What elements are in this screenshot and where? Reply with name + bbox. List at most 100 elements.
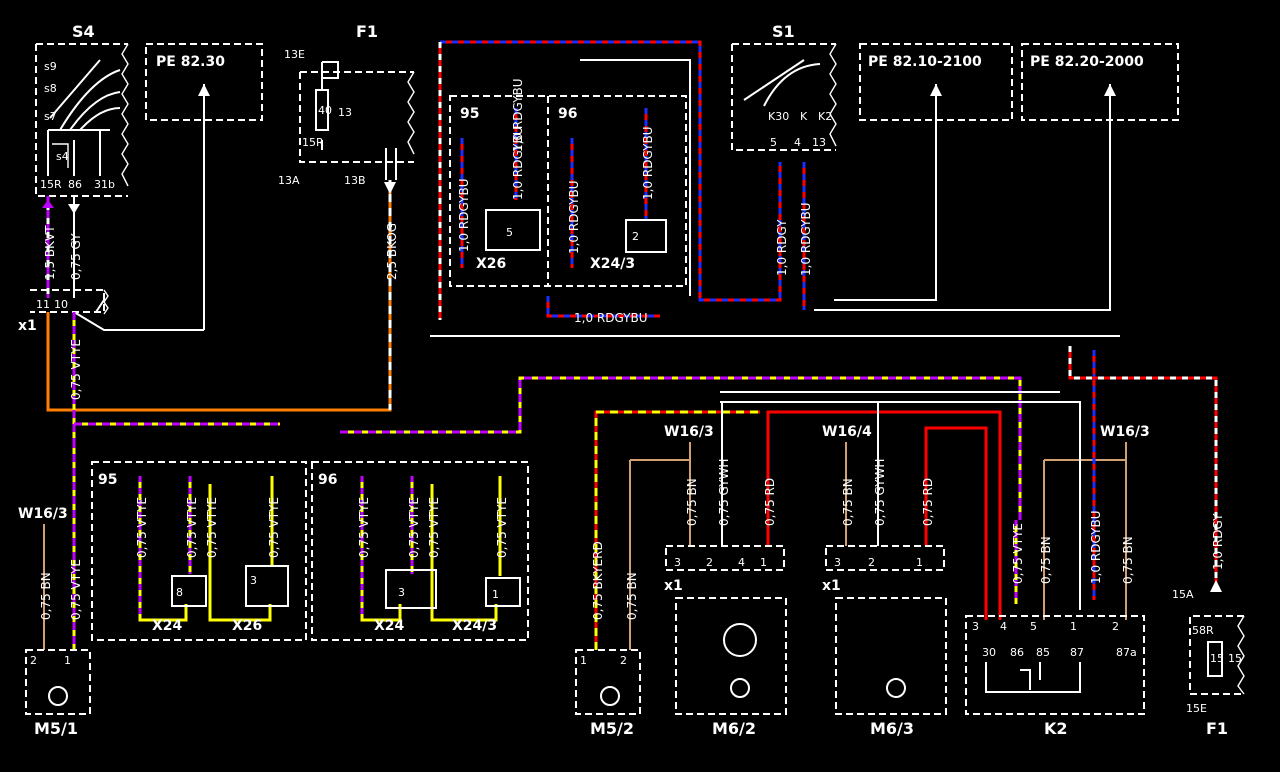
svg-text:X26: X26 bbox=[476, 256, 506, 272]
svg-text:30: 30 bbox=[982, 646, 996, 659]
svg-text:87: 87 bbox=[1070, 646, 1084, 659]
svg-text:4: 4 bbox=[1000, 620, 1007, 633]
svg-text:15E: 15E bbox=[1186, 702, 1207, 715]
svg-text:F1: F1 bbox=[1206, 719, 1228, 738]
svg-text:15: 15 bbox=[1210, 652, 1224, 665]
svg-text:0,75 VTYE: 0,75 VTYE bbox=[205, 497, 219, 558]
s4-switch: S4 s9 s8 s7 s4 15R 86 31b bbox=[35, 22, 129, 197]
svg-text:15A: 15A bbox=[1172, 588, 1194, 601]
svg-text:0,75 VTYE: 0,75 VTYE bbox=[69, 559, 83, 620]
svg-text:W16/3: W16/3 bbox=[1100, 424, 1150, 440]
svg-text:1,0 RDGYBU: 1,0 RDGYBU bbox=[511, 78, 525, 152]
svg-text:M5/2: M5/2 bbox=[590, 719, 634, 738]
svg-text:2: 2 bbox=[30, 654, 37, 667]
svg-text:1,0 RDGYBU: 1,0 RDGYBU bbox=[799, 202, 813, 276]
svg-text:5: 5 bbox=[1030, 620, 1037, 633]
svg-text:X24: X24 bbox=[374, 618, 405, 634]
svg-text:2: 2 bbox=[868, 556, 875, 569]
wires-top-left: 1,5 BKVT 0,75 GY 2,5 BKOG 0,75 VTYE bbox=[42, 180, 399, 440]
motor-m5-1: W16/3 0,75 BN 0,75 VTYE 2 1 M5/1 bbox=[18, 440, 91, 738]
svg-text:5: 5 bbox=[770, 136, 777, 149]
svg-text:K2: K2 bbox=[818, 110, 832, 123]
svg-text:13: 13 bbox=[812, 136, 826, 149]
svg-text:K2: K2 bbox=[1044, 719, 1068, 738]
svg-text:2: 2 bbox=[632, 230, 639, 243]
svg-text:PE 82.20-2000: PE 82.20-2000 bbox=[1030, 54, 1144, 70]
svg-text:0,75 BN: 0,75 BN bbox=[841, 478, 855, 526]
svg-text:4: 4 bbox=[794, 136, 801, 149]
svg-text:X24/3: X24/3 bbox=[452, 618, 497, 634]
svg-text:1: 1 bbox=[1070, 620, 1077, 633]
svg-text:11: 11 bbox=[36, 298, 50, 311]
svg-text:0,75 BN: 0,75 BN bbox=[685, 478, 699, 526]
connector-block-95-96-top: 95 96 1,0 RDGYBU 1,0 RDGYBU 1,0 RDGYBU 5… bbox=[449, 78, 687, 287]
svg-text:3: 3 bbox=[398, 586, 405, 599]
svg-text:x1: x1 bbox=[822, 578, 841, 594]
svg-text:13: 13 bbox=[338, 106, 352, 119]
pe-82-30-text: PE 82.30 bbox=[156, 54, 225, 70]
svg-text:0,75 VTYE: 0,75 VTYE bbox=[185, 497, 199, 558]
svg-text:1: 1 bbox=[492, 588, 499, 601]
svg-text:87a: 87a bbox=[1116, 646, 1137, 659]
svg-text:1,0 RDGYBU: 1,0 RDGYBU bbox=[574, 311, 648, 325]
svg-text:40: 40 bbox=[318, 104, 332, 117]
svg-text:96: 96 bbox=[558, 106, 577, 122]
svg-text:15: 15 bbox=[1228, 652, 1242, 665]
svg-text:s9: s9 bbox=[44, 60, 57, 73]
f1-fuse-bottom: 1,0 RDGY 15A 58R 15 15 15E F1 bbox=[1068, 346, 1245, 738]
svg-text:15R: 15R bbox=[40, 178, 62, 191]
svg-text:0,75 GYWH: 0,75 GYWH bbox=[873, 459, 887, 526]
svg-text:x1: x1 bbox=[18, 318, 37, 334]
svg-text:1,0 RDGYBU: 1,0 RDGYBU bbox=[1089, 510, 1103, 584]
svg-text:2: 2 bbox=[706, 556, 713, 569]
motor-m6-3: W16/4 0,75 BN 0,75 GYWH 0,75 RD 3 2 1 x1… bbox=[822, 402, 988, 738]
motor-m5-2: 0,75 BKYERD 0,75 BN 1 2 M5/2 bbox=[575, 410, 760, 738]
svg-text:95: 95 bbox=[98, 472, 117, 488]
svg-text:1: 1 bbox=[64, 654, 71, 667]
svg-text:M6/3: M6/3 bbox=[870, 719, 914, 738]
s1-switch: S1 K30 K K2 5 4 13 bbox=[731, 22, 837, 151]
svg-text:13B: 13B bbox=[344, 174, 366, 187]
svg-text:1,0 RDGY: 1,0 RDGY bbox=[775, 219, 789, 276]
x1-connector-left: 11 10 x1 bbox=[18, 289, 109, 334]
svg-text:8: 8 bbox=[176, 586, 183, 599]
svg-text:W16/3: W16/3 bbox=[664, 424, 714, 440]
svg-text:0,75 VTYE: 0,75 VTYE bbox=[267, 497, 281, 558]
reference-box-pe-82-20-2000: PE 82.20-2000 bbox=[814, 43, 1179, 311]
svg-text:0,75 BKYERD: 0,75 BKYERD bbox=[591, 541, 605, 620]
svg-text:0,75 VTYE: 0,75 VTYE bbox=[407, 497, 421, 558]
svg-text:3: 3 bbox=[834, 556, 841, 569]
svg-text:85: 85 bbox=[1036, 646, 1050, 659]
svg-text:0,75 RD: 0,75 RD bbox=[921, 478, 935, 526]
svg-text:2,5 BKOG: 2,5 BKOG bbox=[385, 223, 399, 280]
svg-text:96: 96 bbox=[318, 472, 337, 488]
svg-text:M6/2: M6/2 bbox=[712, 719, 756, 738]
svg-text:1,0 RDGYBU: 1,0 RDGYBU bbox=[641, 126, 655, 200]
f1-fuse-top: F1 13E 40 13 15R 13A 13B bbox=[278, 22, 415, 187]
svg-text:0,75 VTYE: 0,75 VTYE bbox=[495, 497, 509, 558]
svg-text:1: 1 bbox=[916, 556, 923, 569]
svg-text:31b: 31b bbox=[94, 178, 115, 191]
svg-text:X24: X24 bbox=[152, 618, 183, 634]
svg-text:1: 1 bbox=[760, 556, 767, 569]
svg-text:K30: K30 bbox=[768, 110, 789, 123]
svg-text:3: 3 bbox=[674, 556, 681, 569]
svg-text:1,0 RDGYBU: 1,0 RDGYBU bbox=[511, 126, 525, 200]
svg-text:4: 4 bbox=[738, 556, 745, 569]
svg-text:S1: S1 bbox=[772, 22, 795, 41]
svg-text:X26: X26 bbox=[232, 618, 262, 634]
svg-text:0,75 BN: 0,75 BN bbox=[1039, 536, 1053, 584]
svg-text:86: 86 bbox=[68, 178, 82, 191]
svg-text:1,0 RDGYBU: 1,0 RDGYBU bbox=[567, 180, 581, 254]
svg-text:13A: 13A bbox=[278, 174, 300, 187]
svg-text:0,75 VTYE: 0,75 VTYE bbox=[1011, 523, 1025, 584]
svg-text:58R: 58R bbox=[1192, 624, 1214, 637]
svg-text:1,5 BKVT: 1,5 BKVT bbox=[43, 225, 57, 280]
svg-text:95: 95 bbox=[460, 106, 479, 122]
relay-k2: 0,75 VTYE 0,75 BN W16/3 1,0 RDGYBU 0,75 … bbox=[720, 350, 1150, 738]
svg-text:0,75 VTYE: 0,75 VTYE bbox=[427, 497, 441, 558]
svg-text:10: 10 bbox=[54, 298, 68, 311]
reference-box-pe-82-10-2100: PE 82.10-2100 bbox=[834, 43, 1013, 301]
